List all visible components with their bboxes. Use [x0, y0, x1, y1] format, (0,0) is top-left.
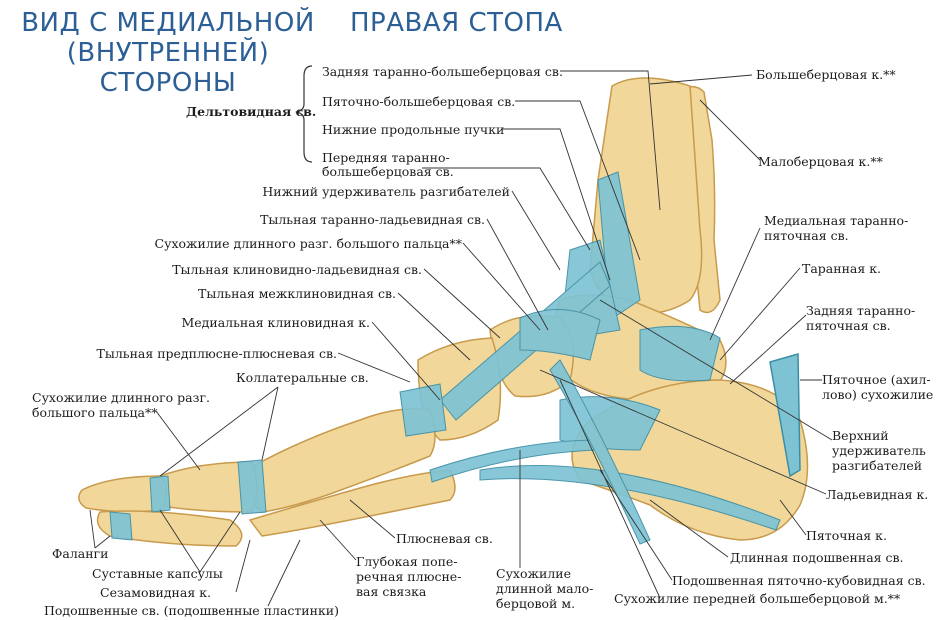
- label-deltoid-group: Дельтовидная св.: [186, 104, 317, 119]
- view-title-line-3: СТОРОНЫ: [99, 68, 237, 98]
- leader-joint-capsules: [159, 509, 241, 573]
- leader-medial-cuneiform: [371, 321, 441, 401]
- label-long-plantar: Длинная подошвенная св.: [730, 550, 904, 565]
- dorsal-talonavicular-band: [519, 309, 601, 361]
- tarsometatarsal-band: [399, 383, 447, 437]
- label-peroneus-3: берцовой м.: [496, 596, 576, 611]
- leader-collateral-1: [261, 386, 279, 461]
- leader-tibia: [649, 74, 753, 85]
- label-inf-retinaculum: Нижний удерживатель разгибателей: [262, 184, 510, 199]
- label-ehl-tendon-1: Сухожилие длинного разг. большого пальца…: [154, 236, 462, 251]
- label-post-tibiotalar: Задняя таранно-большеберцовая св.: [322, 64, 563, 79]
- label-phalanges: Фаланги: [52, 546, 109, 561]
- label-ehl-tendon-2a: Сухожилие длинного разг.: [32, 390, 210, 405]
- leader-tibiocalcaneal: [515, 100, 641, 261]
- leader-ehl-2: [155, 410, 201, 471]
- label-dorsal-talonavicular: Тыльная таранно-ладьевидная св.: [260, 212, 485, 227]
- label-achilles-1: Пяточное (ахил-: [822, 372, 931, 387]
- collateral-band-1: [237, 459, 267, 515]
- leader-lower-bundles: [502, 128, 611, 281]
- deltoid-bracket: [294, 65, 313, 163]
- label-post-talocalcaneal-2: пяточная св.: [806, 318, 891, 333]
- leader-lines: [89, 70, 833, 607]
- leader-post-tibiotalar: [560, 70, 661, 211]
- achilles-tendon: [769, 353, 801, 478]
- view-title-line-1: ВИД С МЕДИАЛЬНОЙ: [21, 8, 315, 38]
- leader-plantar-plates: [267, 539, 301, 607]
- leader-deep-transverse: [319, 519, 357, 561]
- leader-ehl-1: [462, 242, 541, 331]
- label-achilles-2: лово) сухожилие: [822, 387, 934, 402]
- label-dorsal-intercuneiform: Тыльная межклиновидная св.: [198, 286, 396, 301]
- leader-phalanges: [89, 509, 111, 549]
- label-post-talocalcaneal-1: Задняя таранно-: [806, 303, 916, 318]
- label-tib-ant-tendon: Сухожилие передней большеберцовой м.**: [614, 591, 901, 606]
- leader-med-talocalcaneal: [709, 227, 761, 341]
- medial-talocalcaneal-band: [639, 325, 721, 382]
- label-navicular: Ладьевидная к.: [826, 487, 929, 502]
- label-med-talocalcaneal-1: Медиальная таранно-: [764, 213, 909, 228]
- leader-sup-retinaculum: [599, 299, 833, 441]
- leader-post-talocalcaneal: [729, 314, 807, 385]
- label-dorsal-cuneonavicular: Тыльная клиновидно-ладьевидная св.: [172, 262, 422, 277]
- view-title: ВИД С МЕДИАЛЬНОЙ (ВНУТРЕННЕЙ) СТОРОНЫ: [18, 8, 318, 98]
- label-joint-capsules: Суставные капсулы: [92, 566, 223, 581]
- leader-dorsal-cuneonavicular: [423, 268, 501, 339]
- label-sup-retinaculum-1: Верхний: [832, 428, 889, 443]
- label-deep-transverse-3: вая связка: [356, 584, 427, 599]
- toe-capsule-band: [109, 511, 133, 541]
- view-title-line-2: (ВНУТРЕННЕЙ): [66, 38, 270, 68]
- label-sup-retinaculum-3: разгибателей: [832, 458, 923, 473]
- leader-long-plantar: [649, 499, 729, 558]
- label-ant-tibiotalar-2: большеберцовая св.: [322, 164, 454, 179]
- lesser-toes-bone: [96, 510, 243, 547]
- metatarsal-2-bone: [248, 469, 456, 537]
- label-ant-tibiotalar-1: Передняя таранно-: [322, 150, 450, 165]
- long-plantar-band: [479, 465, 781, 531]
- label-fibula: Малоберцовая к.**: [758, 154, 883, 169]
- label-sup-retinaculum-2: удерживатель: [832, 443, 926, 458]
- leader-fibula: [699, 99, 761, 161]
- label-collateral: Коллатеральные св.: [236, 370, 369, 385]
- label-tibia: Большеберцовая к.**: [756, 67, 896, 82]
- label-med-talocalcaneal-2: пяточная св.: [764, 228, 849, 243]
- collateral-band-2: [149, 475, 171, 513]
- label-lower-bundles: Нижние продольные пучки: [322, 122, 505, 137]
- leader-tarsometatarsal: [337, 352, 411, 383]
- leader-dorsal-intercuneiform: [397, 292, 471, 361]
- label-ehl-tendon-2b: большого пальца**: [32, 405, 158, 420]
- label-sesamoid: Сезамовидная к.: [100, 585, 211, 600]
- leader-ant-tibiotalar: [422, 167, 591, 251]
- leader-dorsal-talonavicular: [486, 218, 549, 331]
- label-metatarsal: Плюсневая св.: [396, 531, 493, 546]
- leader-talus: [719, 267, 801, 361]
- leader-inf-retinaculum: [511, 190, 561, 271]
- label-plantar-calcaneocuboid: Подошвенная пяточно-кубовидная св.: [672, 573, 926, 588]
- label-talus: Таранная к.: [802, 261, 882, 276]
- ligaments: [109, 171, 781, 545]
- leader-navicular: [539, 369, 827, 495]
- label-deep-transverse-2: речная плюсне-: [356, 569, 462, 584]
- label-plantar-plates: Подошвенные св. (подошвенные пластинки): [44, 603, 339, 618]
- leader-plantar-calcaneocuboid: [599, 469, 673, 581]
- side-title: ПРАВАЯ СТОПА: [350, 8, 563, 38]
- label-medial-cuneiform: Медиальная клиновидная к.: [181, 315, 370, 330]
- leader-tib-ant: [559, 379, 661, 599]
- leader-sesamoid: [235, 539, 251, 593]
- label-peroneus-2: длинной мало-: [496, 581, 594, 596]
- leader-collateral-2: [159, 386, 279, 477]
- label-tarsometatarsal: Тыльная предплюсне-плюсневая св.: [96, 346, 337, 361]
- label-tibiocalcaneal: Пяточно-большеберцовая св.: [322, 94, 516, 109]
- leader-metatarsal: [349, 499, 396, 539]
- label-peroneus-1: Сухожилие: [496, 566, 571, 581]
- label-calcaneus: Пяточная к.: [806, 528, 887, 543]
- leader-calcaneus: [779, 499, 807, 536]
- label-deep-transverse-1: Глубокая попе-: [356, 554, 458, 569]
- tib-ant-tendon-band: [549, 359, 651, 545]
